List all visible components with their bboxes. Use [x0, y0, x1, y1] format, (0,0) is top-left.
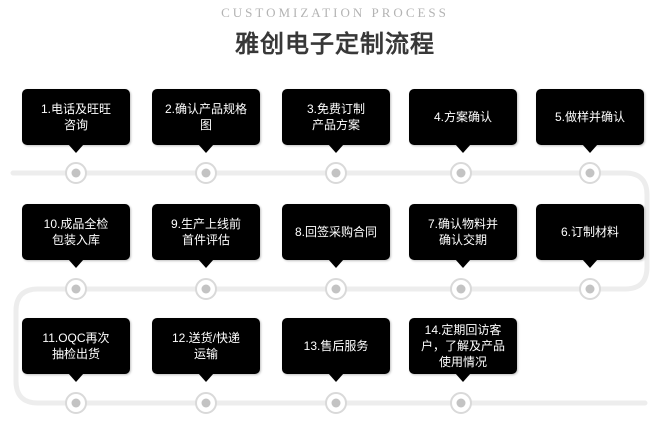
flow-step-4: 4.方案确认	[409, 89, 517, 145]
flow-step-label: 5.做样并确认	[554, 110, 625, 124]
flow-step-10: 10.成品全检 包装入库	[22, 204, 130, 260]
flow-step-label: 7.确认物料并 确认交期	[427, 217, 498, 247]
flow-step-3: 3.免费订制 产品方案	[282, 89, 390, 145]
flow-step-label: 11.OQC再次 抽检出货	[42, 331, 110, 361]
flow-step-11: 11.OQC再次 抽检出货	[22, 318, 130, 374]
flow-step-label: 10.成品全检 包装入库	[43, 217, 109, 247]
flow-step-label: 4.方案确认	[433, 110, 492, 124]
flow-node	[325, 162, 347, 184]
flow-node	[65, 162, 87, 184]
flow-node	[325, 278, 347, 300]
flow-node	[450, 278, 472, 300]
flow-step-1: 1.电话及旺旺 咨询	[22, 89, 130, 145]
flow-node	[195, 162, 217, 184]
flow-step-label: 14.定期回访客 户，了解及产品 使用情况	[420, 323, 505, 369]
flow-step-5: 5.做样并确认	[536, 89, 644, 145]
flow-node	[195, 278, 217, 300]
flow-node	[579, 162, 601, 184]
flow-node	[325, 392, 347, 414]
flow-node	[579, 278, 601, 300]
flow-step-label: 9.生产上线前 首件评估	[170, 217, 241, 247]
flow-node	[195, 392, 217, 414]
flow-step-label: 3.免费订制 产品方案	[306, 102, 365, 132]
flow-step-12: 12.送货/快递 运输	[152, 318, 260, 374]
flow-node	[450, 392, 472, 414]
flow-step-label: 6.订制材料	[560, 225, 619, 239]
page-title: 雅创电子定制流程	[235, 31, 435, 58]
process-subtitle: CUSTOMIZATION PROCESS	[221, 5, 449, 20]
flow-step-9: 9.生产上线前 首件评估	[152, 204, 260, 260]
diagram-header: CUSTOMIZATION PROCESS 雅创电子定制流程	[0, 0, 670, 59]
flow-step-14: 14.定期回访客 户，了解及产品 使用情况	[409, 318, 517, 374]
flow-step-label: 13.售后服务	[303, 339, 369, 353]
flow-step-label: 1.电话及旺旺 咨询	[40, 102, 111, 132]
flow-step-label: 8.回签采购合同	[294, 225, 377, 239]
flow-node	[450, 162, 472, 184]
flow-step-label: 2.确认产品规格 图	[164, 102, 247, 132]
flow-step-label: 12.送货/快递 运输	[171, 331, 241, 361]
flow-step-8: 8.回签采购合同	[282, 204, 390, 260]
flow-node	[65, 278, 87, 300]
flow-step-13: 13.售后服务	[282, 318, 390, 374]
flow-step-7: 7.确认物料并 确认交期	[409, 204, 517, 260]
flow-node	[65, 392, 87, 414]
flow-step-2: 2.确认产品规格 图	[152, 89, 260, 145]
flow-step-6: 6.订制材料	[536, 204, 644, 260]
